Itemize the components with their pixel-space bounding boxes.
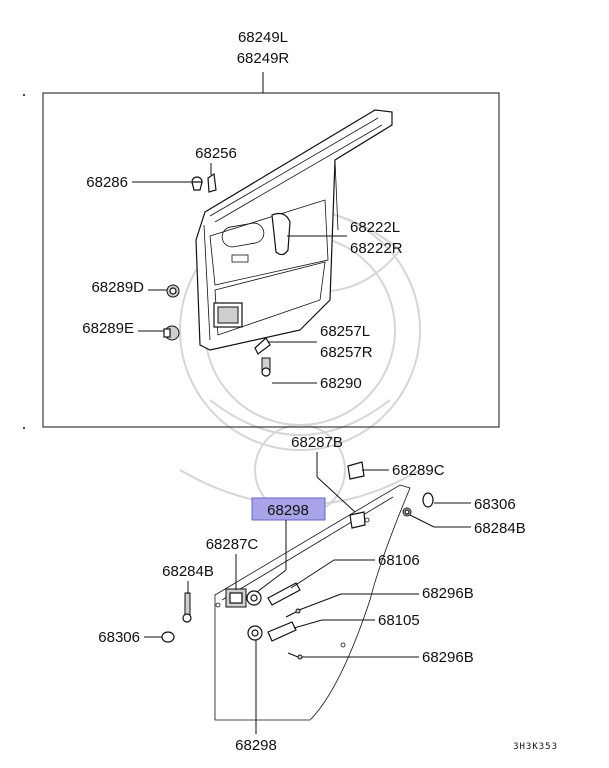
fastener-68289E [163,325,180,341]
fastener-68289D [166,284,180,298]
grommet-68298-lower [247,625,263,641]
clip-68256 [207,172,217,193]
label-68286: 68286 [86,174,128,191]
label-68284B-right: 68284B [474,520,526,537]
clip-68287B [349,511,366,529]
clip-68286 [191,176,203,191]
fastener-68284B-left [182,592,192,623]
panel-frame [42,92,500,428]
label-68222L: 68222L [350,219,400,236]
label-68257R: 68257R [320,344,373,361]
label-68289C: 68289C [392,462,445,479]
label-68290: 68290 [320,375,362,392]
label-68306-left: 68306 [98,629,140,646]
label-68287C: 68287C [206,536,259,553]
label-68296B-upper: 68296B [422,585,474,602]
screw-68296B-upper [285,608,301,618]
bracket-68257 [254,337,271,355]
clip-68289C [347,461,365,480]
diagram-code: 3H3K353 [513,742,558,752]
highlight-box[interactable] [251,497,326,521]
screw-68296B-lower [287,652,303,660]
label-68289D: 68289D [91,279,144,296]
label-68256: 68256 [195,145,237,162]
fastener-68284B-right [402,507,412,517]
grommet-68298-upper [246,590,262,606]
door-trim-panel [195,109,393,351]
label-68298-lower: 68298 [235,737,277,754]
label-68287B: 68287B [291,434,343,451]
label-68257L: 68257L [320,323,370,340]
label-68289E: 68289E [82,320,134,337]
clip-68287C [225,588,247,608]
screw-68290 [261,357,271,377]
leader-line [409,514,435,528]
label-68105: 68105 [378,612,420,629]
bracket-68105 [267,621,297,642]
leader-line [256,569,287,593]
label-68222R: 68222R [350,240,403,257]
label-68296B-lower: 68296B [422,649,474,666]
leader-line [290,559,335,589]
label-68306-right: 68306 [474,496,516,513]
leader-line [298,593,342,611]
label-68298-highlighted[interactable]: 68298 [267,502,309,519]
label-68249L: 68249L [238,29,288,46]
margin-dot [23,94,25,96]
leader-line [316,476,356,513]
label-68106: 68106 [378,552,420,569]
bracket-68106 [267,582,301,606]
plug-68306-left [161,631,175,643]
margin-dot [23,427,25,429]
label-68249R: 68249R [237,50,290,67]
label-68284B-left: 68284B [162,563,214,580]
leader-line [293,619,323,629]
plug-68306-right [422,492,434,508]
